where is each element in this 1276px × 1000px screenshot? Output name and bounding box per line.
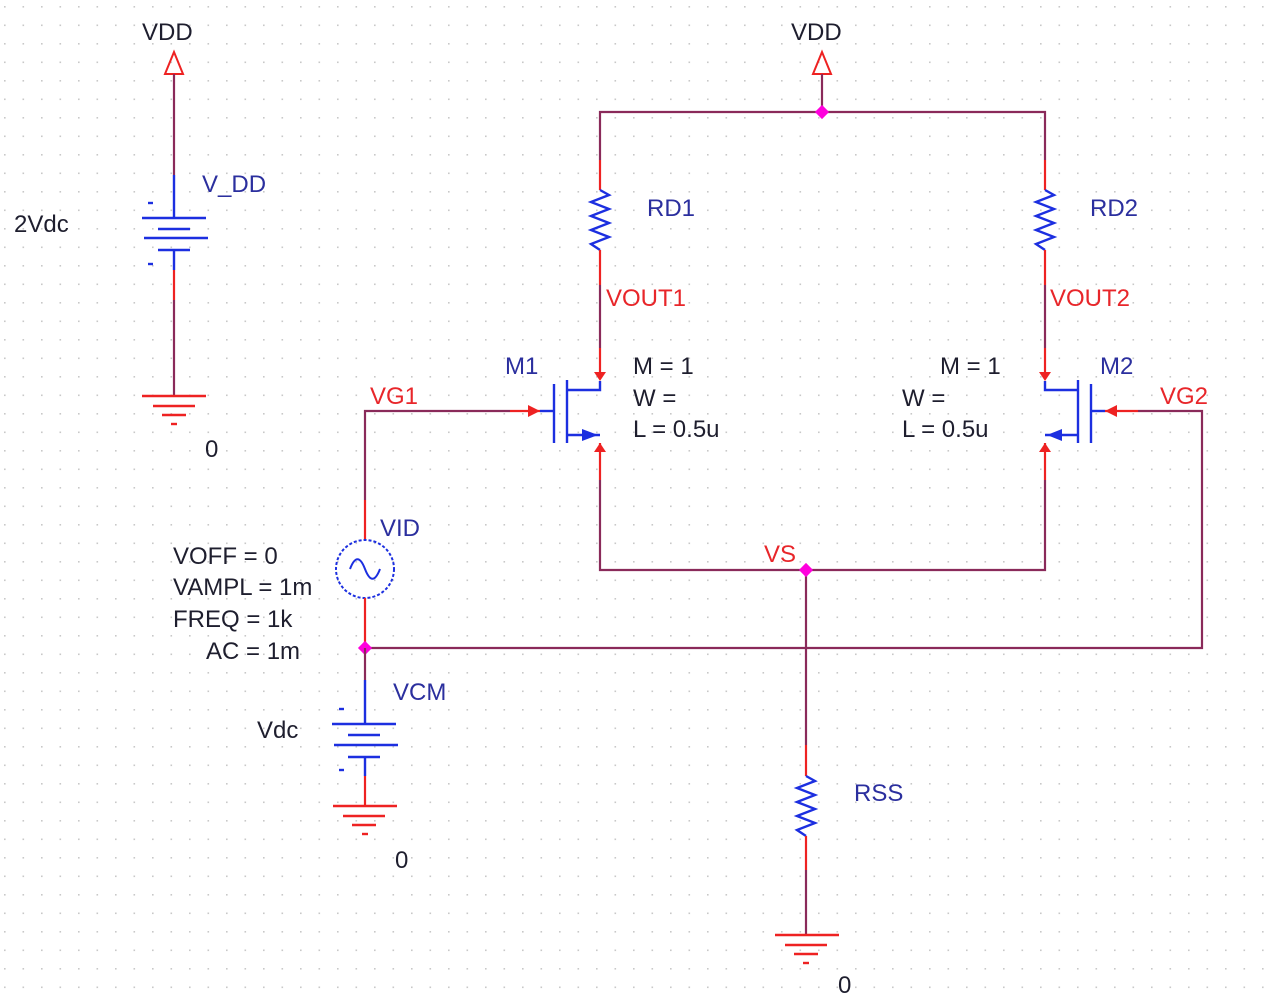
vid-param-ac: AC = 1m <box>206 638 300 665</box>
ground-symbol-vcm[interactable] <box>333 804 397 836</box>
nmos-m2[interactable] <box>1039 348 1138 480</box>
v-dd-ref-label: V_DD <box>202 171 266 198</box>
net-label-vs: VS <box>764 541 796 568</box>
vid-sine-source[interactable] <box>335 500 395 648</box>
ground-label-rss: 0 <box>838 972 851 999</box>
junction-dot <box>798 562 814 578</box>
ground-symbol-rss[interactable] <box>775 933 839 965</box>
m2-param-w: W = <box>902 385 945 412</box>
vcm-ref-label: VCM <box>393 679 446 706</box>
vdd-power-symbol-left[interactable]: VDD <box>142 19 193 75</box>
net-label-vg2: VG2 <box>1160 383 1208 410</box>
rss-label: RSS <box>854 780 903 807</box>
m1-param-l: L = 0.5u <box>633 416 720 443</box>
vdd-power-symbol-right[interactable]: VDD <box>791 19 842 75</box>
wire-vg1[interactable] <box>363 409 510 500</box>
m2-ref-label: M2 <box>1100 353 1133 380</box>
nmos-m1[interactable] <box>510 348 606 480</box>
rd2-label: RD2 <box>1090 195 1138 222</box>
junction-dot <box>814 104 830 120</box>
net-label-vout2: VOUT2 <box>1050 285 1130 312</box>
m1-param-w: W = <box>633 385 676 412</box>
resistor-rss[interactable] <box>793 745 819 870</box>
resistor-rd2[interactable] <box>1032 160 1058 285</box>
m2-param-l: L = 0.5u <box>902 416 989 443</box>
ground-label-vdd: 0 <box>205 436 218 463</box>
vid-param-voff: VOFF = 0 <box>173 543 278 570</box>
vdd-label-left: VDD <box>142 19 193 46</box>
net-label-vg1: VG1 <box>370 383 418 410</box>
ground-label-vcm: 0 <box>395 847 408 874</box>
v-dd-battery[interactable] <box>142 175 208 300</box>
m1-ref-label: M1 <box>505 353 538 380</box>
net-label-vout1: VOUT1 <box>606 285 686 312</box>
m1-param-m: M = 1 <box>633 353 694 380</box>
resistor-rd1[interactable] <box>587 160 613 285</box>
vid-param-freq: FREQ = 1k <box>173 606 293 633</box>
wire-vg2[interactable] <box>365 409 1204 650</box>
rd1-label: RD1 <box>647 195 695 222</box>
vdd-label-right: VDD <box>791 19 842 46</box>
wire-vs[interactable] <box>598 480 1047 572</box>
v-dd-value-label: 2Vdc <box>14 211 69 238</box>
vid-param-vampl: VAMPL = 1m <box>173 574 312 601</box>
ground-symbol-vdd[interactable] <box>142 394 206 426</box>
m2-param-m: M = 1 <box>940 353 1001 380</box>
vid-ref-label: VID <box>380 515 420 542</box>
vcm-value-label: Vdc <box>257 717 298 744</box>
vcm-battery[interactable] <box>332 680 398 806</box>
